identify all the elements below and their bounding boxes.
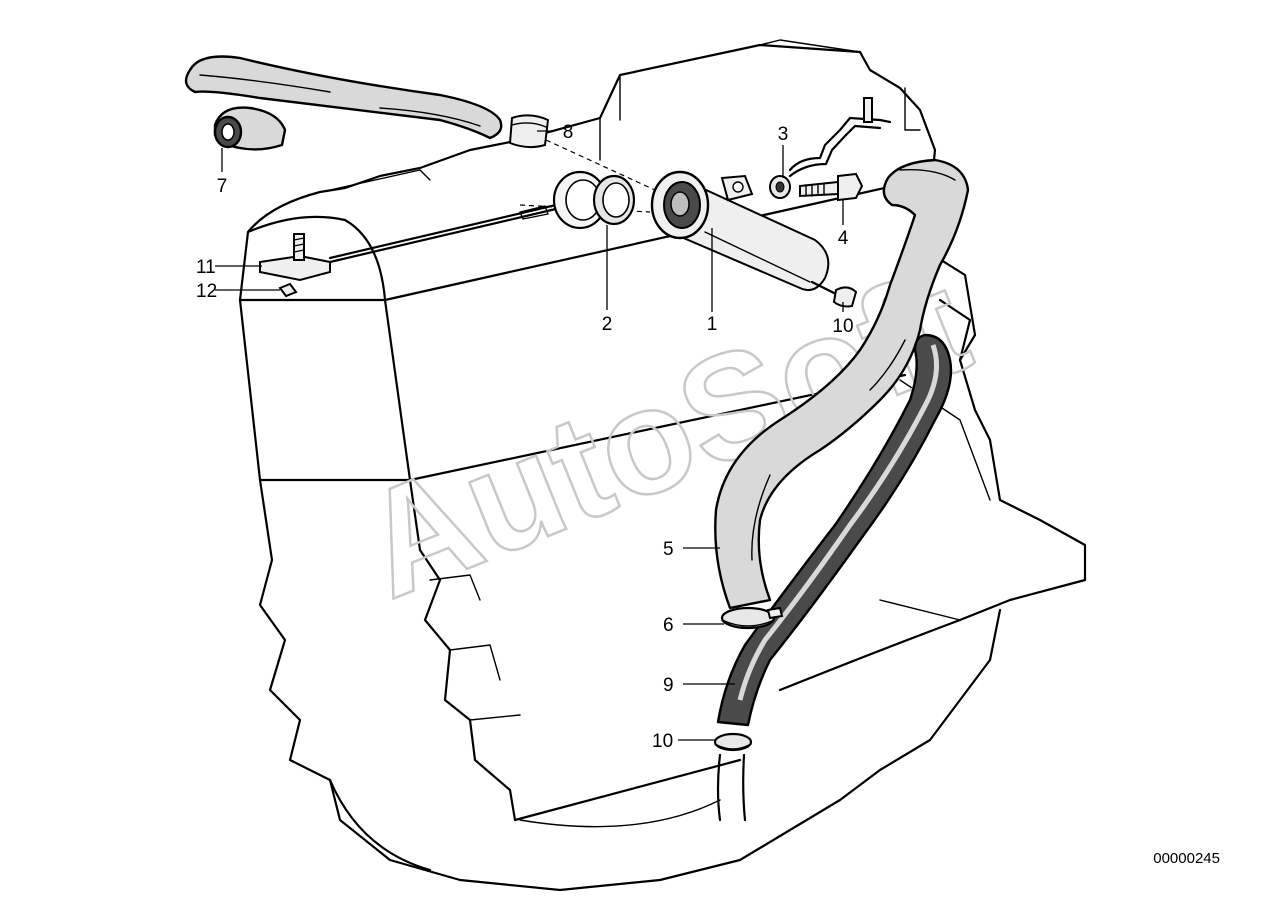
callout-8: 8 <box>563 122 574 143</box>
engine-block <box>238 39 1087 892</box>
part-5-vent-hose <box>714 158 970 610</box>
part-9-drain-hose <box>716 333 953 727</box>
callout-10-upper: 10 <box>832 316 853 337</box>
gasket-ring <box>552 170 608 230</box>
dipstick-rod <box>328 202 562 264</box>
callout-7: 7 <box>217 176 228 197</box>
part-8-hose-clamp <box>508 114 550 149</box>
callout-2: 2 <box>602 314 613 335</box>
part-7-hose-elbow <box>213 106 287 151</box>
part-11-bracket <box>259 233 331 282</box>
leader-lines <box>215 130 844 741</box>
callout-10-lower: 10 <box>652 731 673 752</box>
callout-1: 1 <box>707 314 718 335</box>
callout-9: 9 <box>663 675 674 696</box>
upper-hose <box>184 55 503 140</box>
callout-11: 11 <box>196 257 216 278</box>
part-10-lower-clamp <box>713 732 753 752</box>
part-1-oil-separator <box>650 170 858 308</box>
part-4-bolt <box>799 172 864 202</box>
diagram-reference-number: 00000245 <box>1153 850 1220 867</box>
part-3-washer <box>769 175 791 199</box>
dipstick-tube-bracket <box>788 97 892 178</box>
callout-6: 6 <box>663 615 674 636</box>
callout-4: 4 <box>838 228 849 249</box>
part-2-sealing-ring <box>592 174 636 226</box>
part-6-hose-clamp <box>720 606 784 630</box>
callout-12: 12 <box>196 281 217 302</box>
callout-5: 5 <box>663 539 674 560</box>
callout-labels: 1 2 3 4 5 6 7 8 9 10 10 11 12 <box>196 122 854 752</box>
callout-3: 3 <box>778 124 789 145</box>
lower-fitting-right <box>742 753 747 822</box>
lower-fitting-left <box>716 753 722 822</box>
assembly-line-8 <box>545 139 656 191</box>
part-12-nut <box>278 282 298 298</box>
